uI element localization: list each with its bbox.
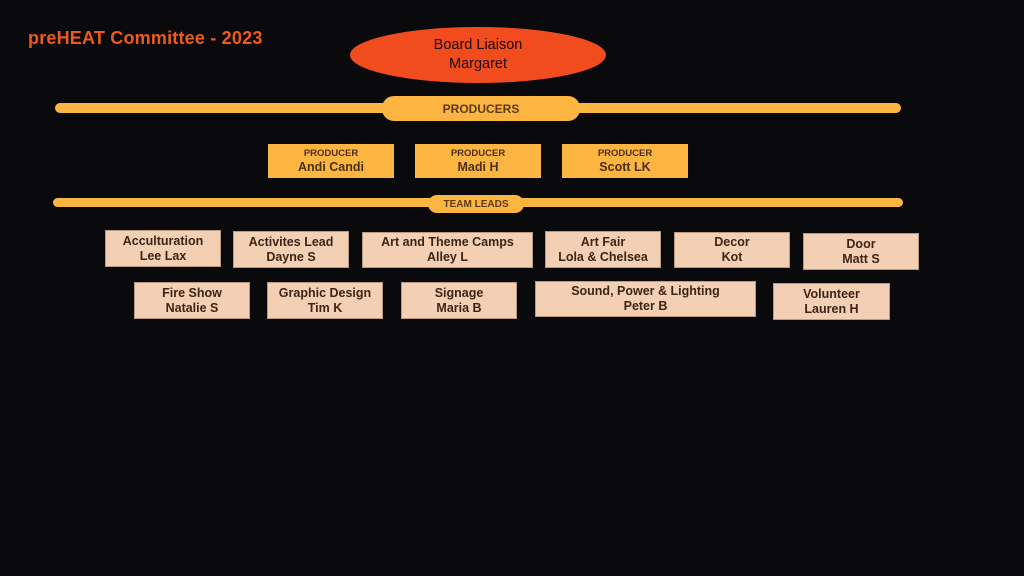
team-lead-team: Sound, Power & Lighting bbox=[571, 284, 720, 298]
team-lead-name: Lee Lax bbox=[139, 248, 187, 263]
team-lead-team: Volunteer bbox=[803, 286, 860, 301]
producer-name: Madi H bbox=[457, 159, 499, 174]
team-lead-team: Door bbox=[846, 236, 876, 251]
team-lead-node: Art Fair Lola & Chelsea bbox=[545, 231, 661, 268]
team-lead-name: Natalie S bbox=[165, 300, 219, 315]
team-lead-node: Acculturation Lee Lax bbox=[105, 230, 221, 267]
team-lead-name: Matt S bbox=[842, 251, 880, 266]
producer-node: PRODUCER Scott LK bbox=[562, 144, 688, 178]
team-lead-node: Sound, Power & Lighting Peter B bbox=[535, 281, 756, 317]
team-lead-team: Activites Lead bbox=[248, 234, 334, 249]
team-lead-name: Maria B bbox=[436, 300, 482, 315]
team-lead-name: Peter B bbox=[623, 299, 668, 313]
producers-label: PRODUCERS bbox=[382, 96, 580, 121]
page-title: preHEAT Committee - 2023 bbox=[28, 28, 263, 48]
team-lead-name: Lauren H bbox=[804, 301, 859, 316]
board-liaison-role: Board Liaison bbox=[433, 37, 523, 53]
producer-node: PRODUCER Andi Candi bbox=[268, 144, 394, 178]
team-lead-name: Tim K bbox=[307, 300, 343, 315]
producer-name: Andi Candi bbox=[298, 159, 364, 174]
producer-role: PRODUCER bbox=[450, 147, 506, 159]
team-lead-node: Activites Lead Dayne S bbox=[233, 231, 349, 268]
producer-node: PRODUCER Madi H bbox=[415, 144, 541, 178]
team-lead-name: Alley L bbox=[427, 250, 468, 264]
producer-role: PRODUCER bbox=[597, 147, 653, 159]
team-lead-team: Signage bbox=[434, 285, 484, 300]
team-lead-name: Dayne S bbox=[266, 249, 316, 264]
producer-role: PRODUCER bbox=[303, 147, 359, 159]
team-lead-name: Kot bbox=[721, 250, 743, 264]
team-lead-team: Fire Show bbox=[162, 285, 222, 300]
team-lead-node: Graphic Design Tim K bbox=[267, 282, 383, 319]
team-lead-team: Art and Theme Camps bbox=[381, 235, 514, 249]
team-lead-node: Door Matt S bbox=[803, 233, 919, 270]
team-lead-team: Graphic Design bbox=[278, 285, 372, 300]
team-lead-node: Signage Maria B bbox=[401, 282, 517, 319]
team-lead-team: Decor bbox=[714, 235, 750, 249]
team-lead-name: Lola & Chelsea bbox=[558, 249, 648, 264]
team-lead-node: Volunteer Lauren H bbox=[773, 283, 890, 320]
team-lead-node: Art and Theme Camps Alley L bbox=[362, 232, 533, 268]
team-lead-team: Acculturation bbox=[122, 233, 204, 248]
team-leads-label: TEAM LEADS bbox=[428, 195, 524, 213]
board-liaison-name: Margaret bbox=[448, 56, 508, 72]
team-lead-node: Fire Show Natalie S bbox=[134, 282, 250, 319]
producer-name: Scott LK bbox=[599, 159, 651, 174]
team-lead-team: Art Fair bbox=[580, 234, 626, 249]
board-liaison-node: Board Liaison Margaret bbox=[350, 27, 606, 83]
team-lead-node: Decor Kot bbox=[674, 232, 790, 268]
